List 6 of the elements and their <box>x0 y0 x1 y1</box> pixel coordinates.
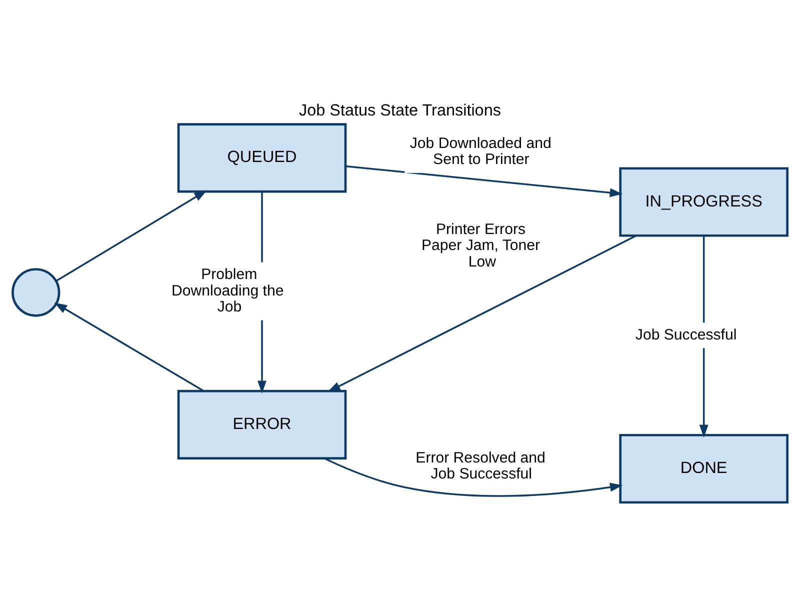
edge-label: Problem Downloading the Job <box>172 266 284 316</box>
edge-label: Job Downloaded and Sent to Printer <box>410 134 552 168</box>
diagram-title: Job Status State Transitions <box>299 101 501 120</box>
edge-label: Job Successful <box>635 326 737 344</box>
edge-label: Printer Errors Paper Jam, Toner Low <box>421 220 540 270</box>
edge-label: Error Resolved and Job Successful <box>416 449 546 482</box>
